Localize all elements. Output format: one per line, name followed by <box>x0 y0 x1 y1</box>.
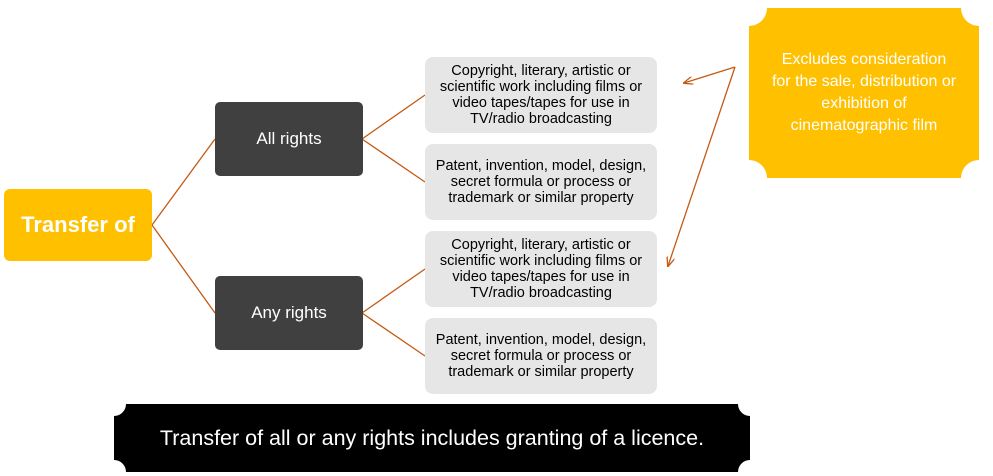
leaf-text: Patent, invention, model, design, secret… <box>435 332 647 380</box>
connector-all-rights-to-copyright <box>361 94 426 140</box>
root-node: Transfer of <box>4 189 152 261</box>
licence-banner: Transfer of all or any rights includes g… <box>114 404 750 472</box>
leaf-text: Copyright, literary, artistic or scienti… <box>439 63 643 127</box>
branch-all-rights: All rights <box>215 102 363 176</box>
note-text: Excludes consideration for the sale, dis… <box>771 51 957 134</box>
connector-any-rights-to-copyright <box>361 268 426 314</box>
exclusion-note: Excludes consideration for the sale, dis… <box>749 8 979 178</box>
leaf-any-rights-patent: Patent, invention, model, design, secret… <box>425 318 657 394</box>
note-shape <box>749 8 979 178</box>
banner-text: Transfer of all or any rights includes g… <box>159 425 705 450</box>
leaf-text: Copyright, literary, artistic or scienti… <box>439 237 643 301</box>
leaf-all-rights-copyright: Copyright, literary, artistic or scienti… <box>425 57 657 133</box>
branch-label: Any rights <box>251 303 327 322</box>
branch-label: All rights <box>256 129 322 148</box>
leaf-all-rights-patent: Patent, invention, model, design, secret… <box>425 144 657 220</box>
arrow-note-to-any-rights-copyright <box>668 66 736 266</box>
root-label: Transfer of <box>21 212 135 237</box>
connector-root-to-any-rights <box>151 224 216 314</box>
leaf-any-rights-copyright: Copyright, literary, artistic or scienti… <box>425 231 657 307</box>
branch-any-rights: Any rights <box>215 276 363 350</box>
leaf-text: Patent, invention, model, design, secret… <box>435 158 647 206</box>
connector-all-rights-to-patent <box>361 138 426 183</box>
connector-root-to-all-rights <box>151 138 216 226</box>
banner-shape <box>114 404 750 472</box>
connector-any-rights-to-patent <box>361 312 426 357</box>
arrow-note-to-all-rights-copyright <box>684 66 736 83</box>
